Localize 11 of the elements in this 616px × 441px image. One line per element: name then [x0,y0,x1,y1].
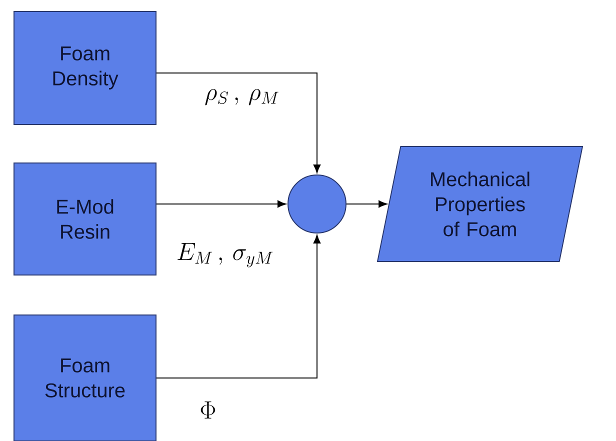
arrow [346,200,388,208]
process-box: Foam Density [14,11,156,125]
arrow [156,234,321,378]
process-box: E-Mod Resin [14,162,156,276]
edge-label: $\rho_S\,,\,\rho_M$ [205,88,278,106]
junction-circle [288,174,346,234]
arrow [156,72,321,174]
process-box: Foam Structure [14,314,156,441]
edge-label: $\Phi$ [200,402,216,418]
edge-label: $E_M\,,\,\sigma_{yM}$ [178,243,273,268]
arrow [156,200,286,208]
